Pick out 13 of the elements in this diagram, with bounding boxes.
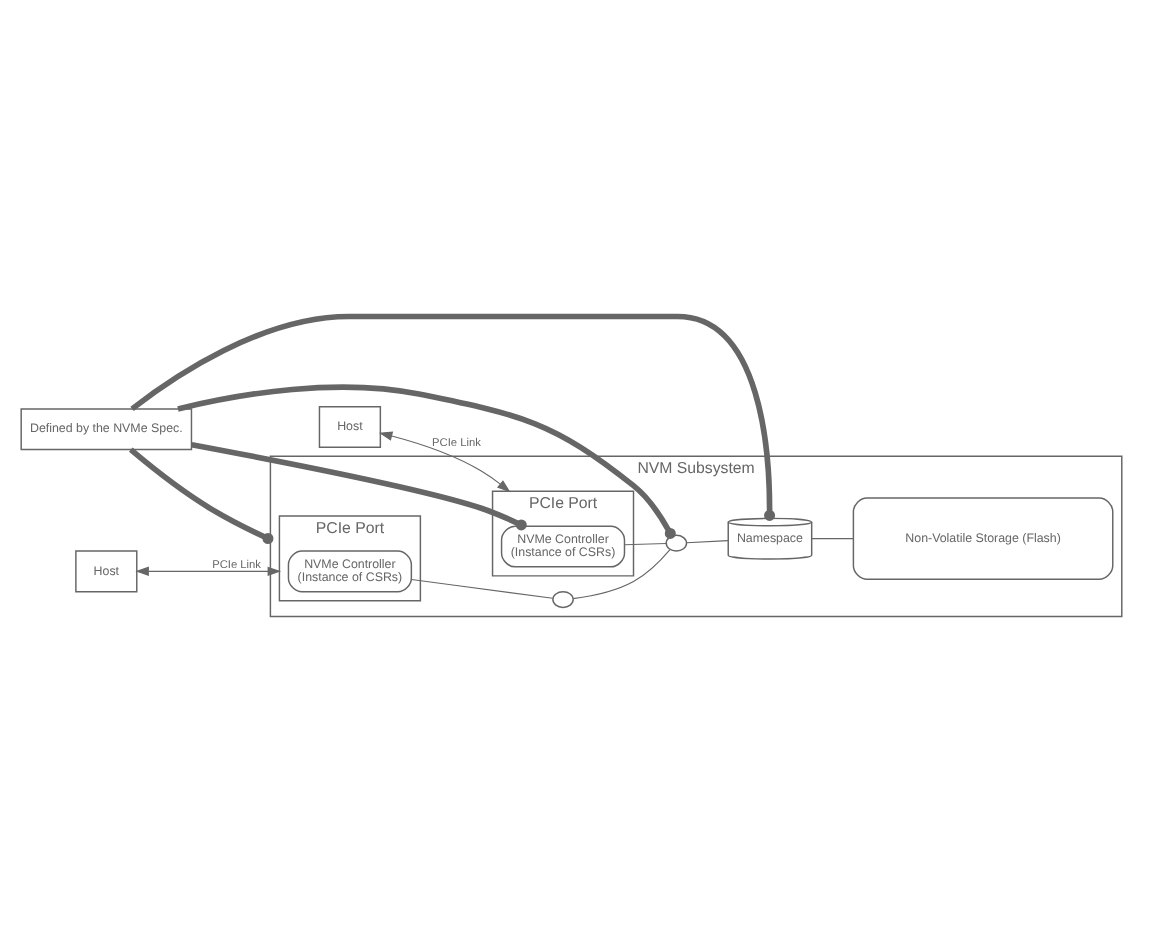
arrow [378,430,511,492]
connector [811,537,854,539]
connector [128,446,274,544]
connector [624,541,667,545]
node-circle [552,589,574,608]
connector [686,539,729,543]
connector [177,383,676,538]
connector [191,440,527,530]
node-circle [665,533,688,551]
connector [410,577,554,598]
connector [130,312,776,520]
connector [572,548,671,599]
arrow [135,565,282,576]
